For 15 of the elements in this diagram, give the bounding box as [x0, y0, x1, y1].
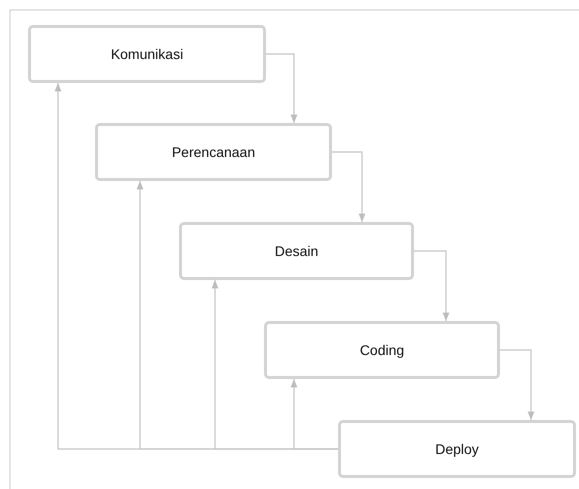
arrow [500, 349, 534, 420]
arrow [414, 250, 450, 321]
step-label: Desain [274, 243, 318, 259]
process-box [338, 420, 576, 478]
process-box [179, 222, 414, 280]
step-label: Deploy [435, 441, 479, 457]
step-label: Perencanaan [172, 144, 256, 160]
arrow [290, 379, 338, 450]
arrow [332, 151, 366, 222]
arrow [266, 53, 298, 123]
step-label: Komunikasi [110, 46, 184, 62]
process-box [264, 321, 500, 379]
process-box [95, 123, 332, 181]
process-box [28, 25, 266, 83]
step-label: Coding [360, 342, 404, 358]
